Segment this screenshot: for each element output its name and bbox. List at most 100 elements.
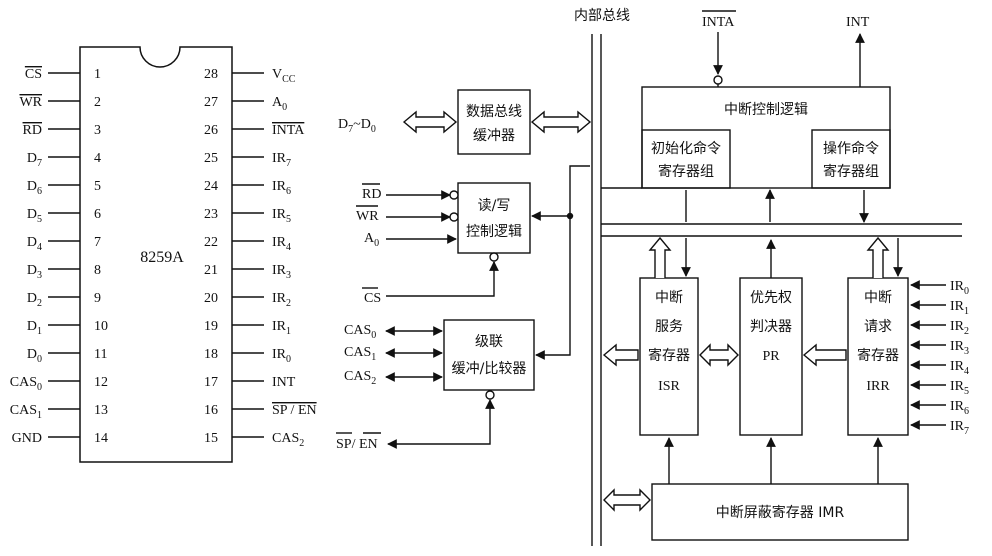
pin-label-right: IR1 xyxy=(272,319,291,337)
pin-label-right: IR0 xyxy=(272,347,291,365)
isr-label-2: 服务 xyxy=(655,319,683,335)
op-cmd-label-2: 寄存器组 xyxy=(823,163,879,180)
a0-label: A0 xyxy=(364,231,379,249)
cascade-label-2: 缓冲/比较器 xyxy=(452,361,527,377)
pin-label-left: D4 xyxy=(27,235,42,253)
pin-number-left: 5 xyxy=(94,179,101,194)
isr-label-1: 中断 xyxy=(655,290,683,306)
data-bus-buffer-label-2: 缓冲器 xyxy=(473,128,515,144)
pin-number-right: 21 xyxy=(204,263,218,278)
pin-number-right: 17 xyxy=(204,375,218,390)
pin-number-right: 19 xyxy=(204,319,218,334)
pin-label-left: D7 xyxy=(27,151,42,169)
pin-number-right: 25 xyxy=(204,151,218,166)
pr-label-2: 判决器 xyxy=(750,319,792,335)
pin-label-right: INT xyxy=(272,375,296,390)
buffer-bus-double-arrow xyxy=(530,110,592,134)
pin-label-left: D3 xyxy=(27,263,42,281)
irr-to-pr-hollow-arrow xyxy=(802,343,847,367)
control-logic-label: 中断控制逻辑 xyxy=(724,102,808,118)
cs-label: CS xyxy=(364,291,381,306)
pin-label-left: GND xyxy=(12,431,42,446)
rw-control-box xyxy=(457,182,531,254)
pin-label-left: CAS1 xyxy=(10,403,42,421)
isr-label-3: 寄存器 xyxy=(648,347,690,364)
inta-label: INTA xyxy=(702,15,735,30)
pin-number-left: 11 xyxy=(94,347,107,362)
isr-box xyxy=(639,277,699,436)
pin-label-left: D5 xyxy=(27,207,42,225)
pin-label-left: WR xyxy=(19,95,42,110)
wr-label: WR xyxy=(356,209,379,224)
pin-label-right: IR2 xyxy=(272,291,291,309)
pin-label-right: INTA xyxy=(272,123,305,138)
cas2-label: CAS2 xyxy=(344,369,376,387)
pin-label-left: D0 xyxy=(27,347,42,365)
pin-label-right: SP / EN xyxy=(272,403,317,418)
cas0-label: CAS0 xyxy=(344,323,376,341)
pin-label-right: CAS2 xyxy=(272,431,304,449)
wr-bubble xyxy=(449,212,459,222)
pin-label-right: IR3 xyxy=(272,263,291,281)
irr-label-2: 请求 xyxy=(864,319,892,335)
ir-input-label: IR0 xyxy=(950,279,969,297)
rd-label: RD xyxy=(362,187,381,202)
internal-bus-label: 内部总线 xyxy=(574,8,630,24)
ir-input-label: IR2 xyxy=(950,319,969,337)
cascade-box xyxy=(443,319,535,391)
cs-input-line xyxy=(386,262,495,297)
pin-label-left: D6 xyxy=(27,179,42,197)
ir-input-label: IR3 xyxy=(950,339,969,357)
sp-en-bubble xyxy=(485,390,495,400)
pin-number-right: 24 xyxy=(204,179,218,194)
data-pins-label: D7~D0 xyxy=(338,117,376,135)
pin-label-right: IR7 xyxy=(272,151,291,169)
pin-number-right: 15 xyxy=(204,431,218,446)
pin-number-left: 9 xyxy=(94,291,101,306)
pr-label-3: PR xyxy=(762,349,780,364)
irr-up-hollow-arrow xyxy=(866,236,890,278)
chip-body xyxy=(79,46,233,463)
pin-label-right: IR4 xyxy=(272,235,291,253)
pin-number-right: 16 xyxy=(204,403,218,418)
init-cmd-label-2: 寄存器组 xyxy=(658,163,714,180)
init-cmd-label-1: 初始化命令 xyxy=(651,140,721,157)
isr-up-hollow-arrow xyxy=(648,236,672,278)
cas1-label: CAS1 xyxy=(344,345,376,363)
junction-to-bus-line xyxy=(569,165,590,216)
cascade-to-bus-line xyxy=(535,216,571,360)
pin-number-left: 10 xyxy=(94,319,108,334)
pin-number-left: 13 xyxy=(94,403,108,418)
data-bus-buffer-box xyxy=(457,89,531,155)
irr-label-3: 寄存器 xyxy=(857,347,899,364)
ir-input-label: IR4 xyxy=(950,359,969,377)
pin-number-right: 20 xyxy=(204,291,218,306)
pin-label-left: D2 xyxy=(27,291,42,309)
data-pins-double-arrow xyxy=(402,110,458,134)
pin-number-left: 4 xyxy=(94,151,101,166)
ir-input-label: IR5 xyxy=(950,379,969,397)
sp-en-label: SP/ EN xyxy=(336,437,378,452)
ir-input-label: IR1 xyxy=(950,299,969,317)
pin-number-left: 1 xyxy=(94,67,101,82)
irr-label-1: 中断 xyxy=(864,290,892,306)
rw-control-label-2: 控制逻辑 xyxy=(466,224,522,240)
cs-bubble xyxy=(489,252,499,262)
imr-box xyxy=(651,483,909,541)
rw-control-label-1: 读/写 xyxy=(478,197,511,214)
op-cmd-label-1: 操作命令 xyxy=(823,140,879,157)
pin-number-left: 3 xyxy=(94,123,101,138)
pin-label-right: IR5 xyxy=(272,207,291,225)
pin-label-left: D1 xyxy=(27,319,42,337)
pin-label-left: CAS0 xyxy=(10,375,42,393)
pin-number-right: 28 xyxy=(204,67,218,82)
ir-input-label: IR7 xyxy=(950,419,969,437)
pin-number-left: 12 xyxy=(94,375,108,390)
ir-input-label: IR6 xyxy=(950,399,969,417)
pin-label-right: VCC xyxy=(272,67,296,85)
